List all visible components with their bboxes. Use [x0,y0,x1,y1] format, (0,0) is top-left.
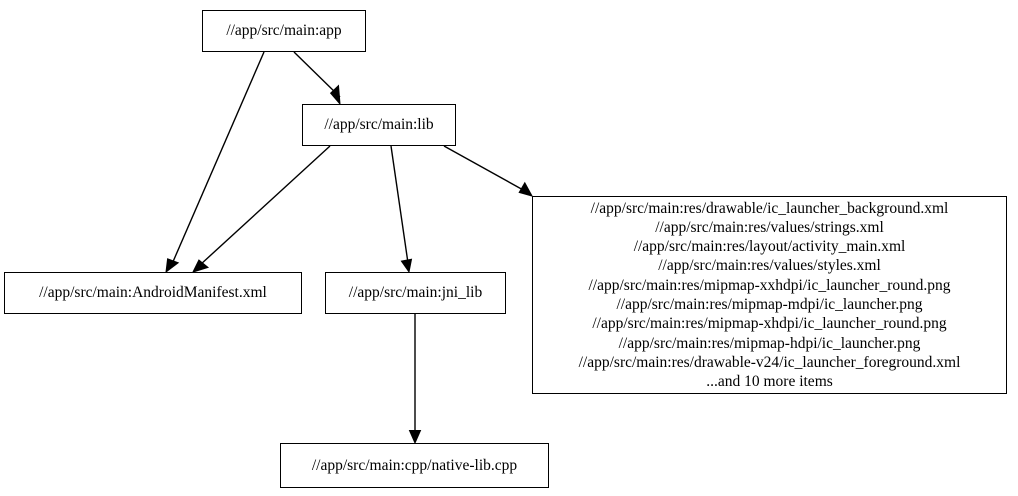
edge-line [293,51,341,98]
edge-lib-to-jni-lib [390,145,413,274]
graph-node-label-lib: //app/src/main:lib [324,116,434,134]
graph-node-lib[interactable]: //app/src/main:lib [302,104,456,146]
edge-line [443,145,526,192]
edge-line [199,145,331,266]
graph-node-app[interactable]: //app/src/main:app [202,10,366,52]
edge-app-to-lib [293,51,341,106]
arrowhead-icon [329,84,341,106]
arrowhead-icon [192,259,210,273]
arrowhead-icon [400,258,413,274]
arrowhead-icon [518,181,534,197]
graph-node-label-app: //app/src/main:app [226,22,342,40]
graph-node-res_bundle[interactable]: //app/src/main:res/drawable/ic_launcher_… [532,196,1007,394]
edge-lib-to-manifest [192,145,331,273]
edge-line [390,145,409,264]
edges-group [165,51,534,445]
edge-jni-lib-to-native-lib [408,314,422,445]
edge-line [171,51,265,265]
graph-node-label-res_bundle: //app/src/main:res/drawable/ic_launcher_… [578,199,961,391]
graph-node-label-native_lib: //app/src/main:cpp/native-lib.cpp [311,456,518,474]
graph-node-manifest[interactable]: //app/src/main:AndroidManifest.xml [4,272,302,314]
graph-node-label-manifest: //app/src/main:AndroidManifest.xml [39,284,267,302]
graph-node-native_lib[interactable]: //app/src/main:cpp/native-lib.cpp [280,443,549,488]
graph-node-jni_lib[interactable]: //app/src/main:jni_lib [325,272,506,314]
graph-node-label-jni_lib: //app/src/main:jni_lib [348,284,483,302]
arrowhead-icon [408,430,422,445]
edge-lib-to-res-bundle [443,145,534,197]
edge-app-to-manifest [165,51,265,274]
arrowhead-icon [165,258,180,274]
